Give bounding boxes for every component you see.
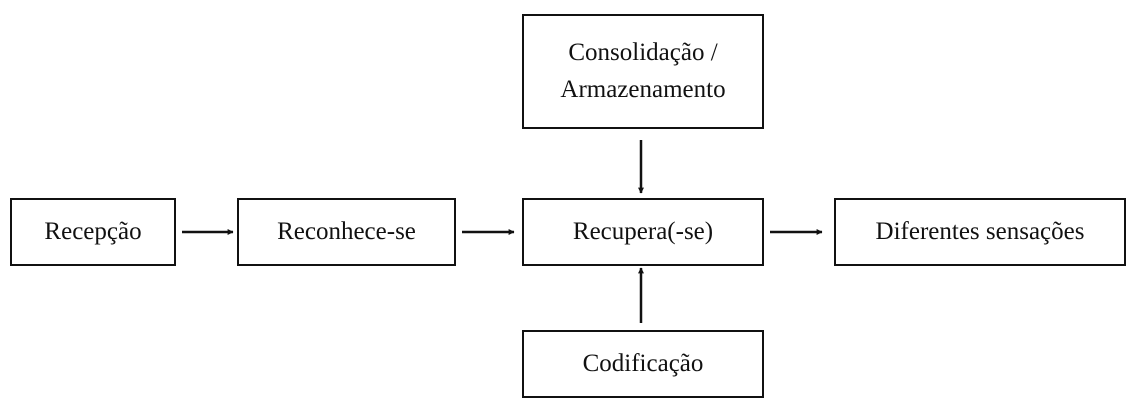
node-sensacoes: Diferentes sensações	[834, 198, 1126, 266]
node-recepcao-label: Recepção	[44, 217, 142, 245]
node-codificacao: Codificação	[522, 330, 764, 398]
node-codificacao-label: Codificação	[582, 349, 704, 377]
node-sensacoes-label: Diferentes sensações	[875, 217, 1085, 245]
node-consolidacao: Consolidação / Armazenamento	[522, 14, 764, 129]
node-reconhece: Reconhece-se	[237, 198, 456, 266]
node-consolidacao-line2: Armazenamento	[560, 75, 726, 103]
node-reconhece-label: Reconhece-se	[277, 217, 416, 245]
node-recepcao: Recepção	[10, 198, 176, 266]
node-recupera-label: Recupera(-se)	[572, 217, 714, 245]
node-consolidacao-line1: Consolidação /	[568, 39, 718, 67]
node-recupera: Recupera(-se)	[522, 198, 764, 266]
